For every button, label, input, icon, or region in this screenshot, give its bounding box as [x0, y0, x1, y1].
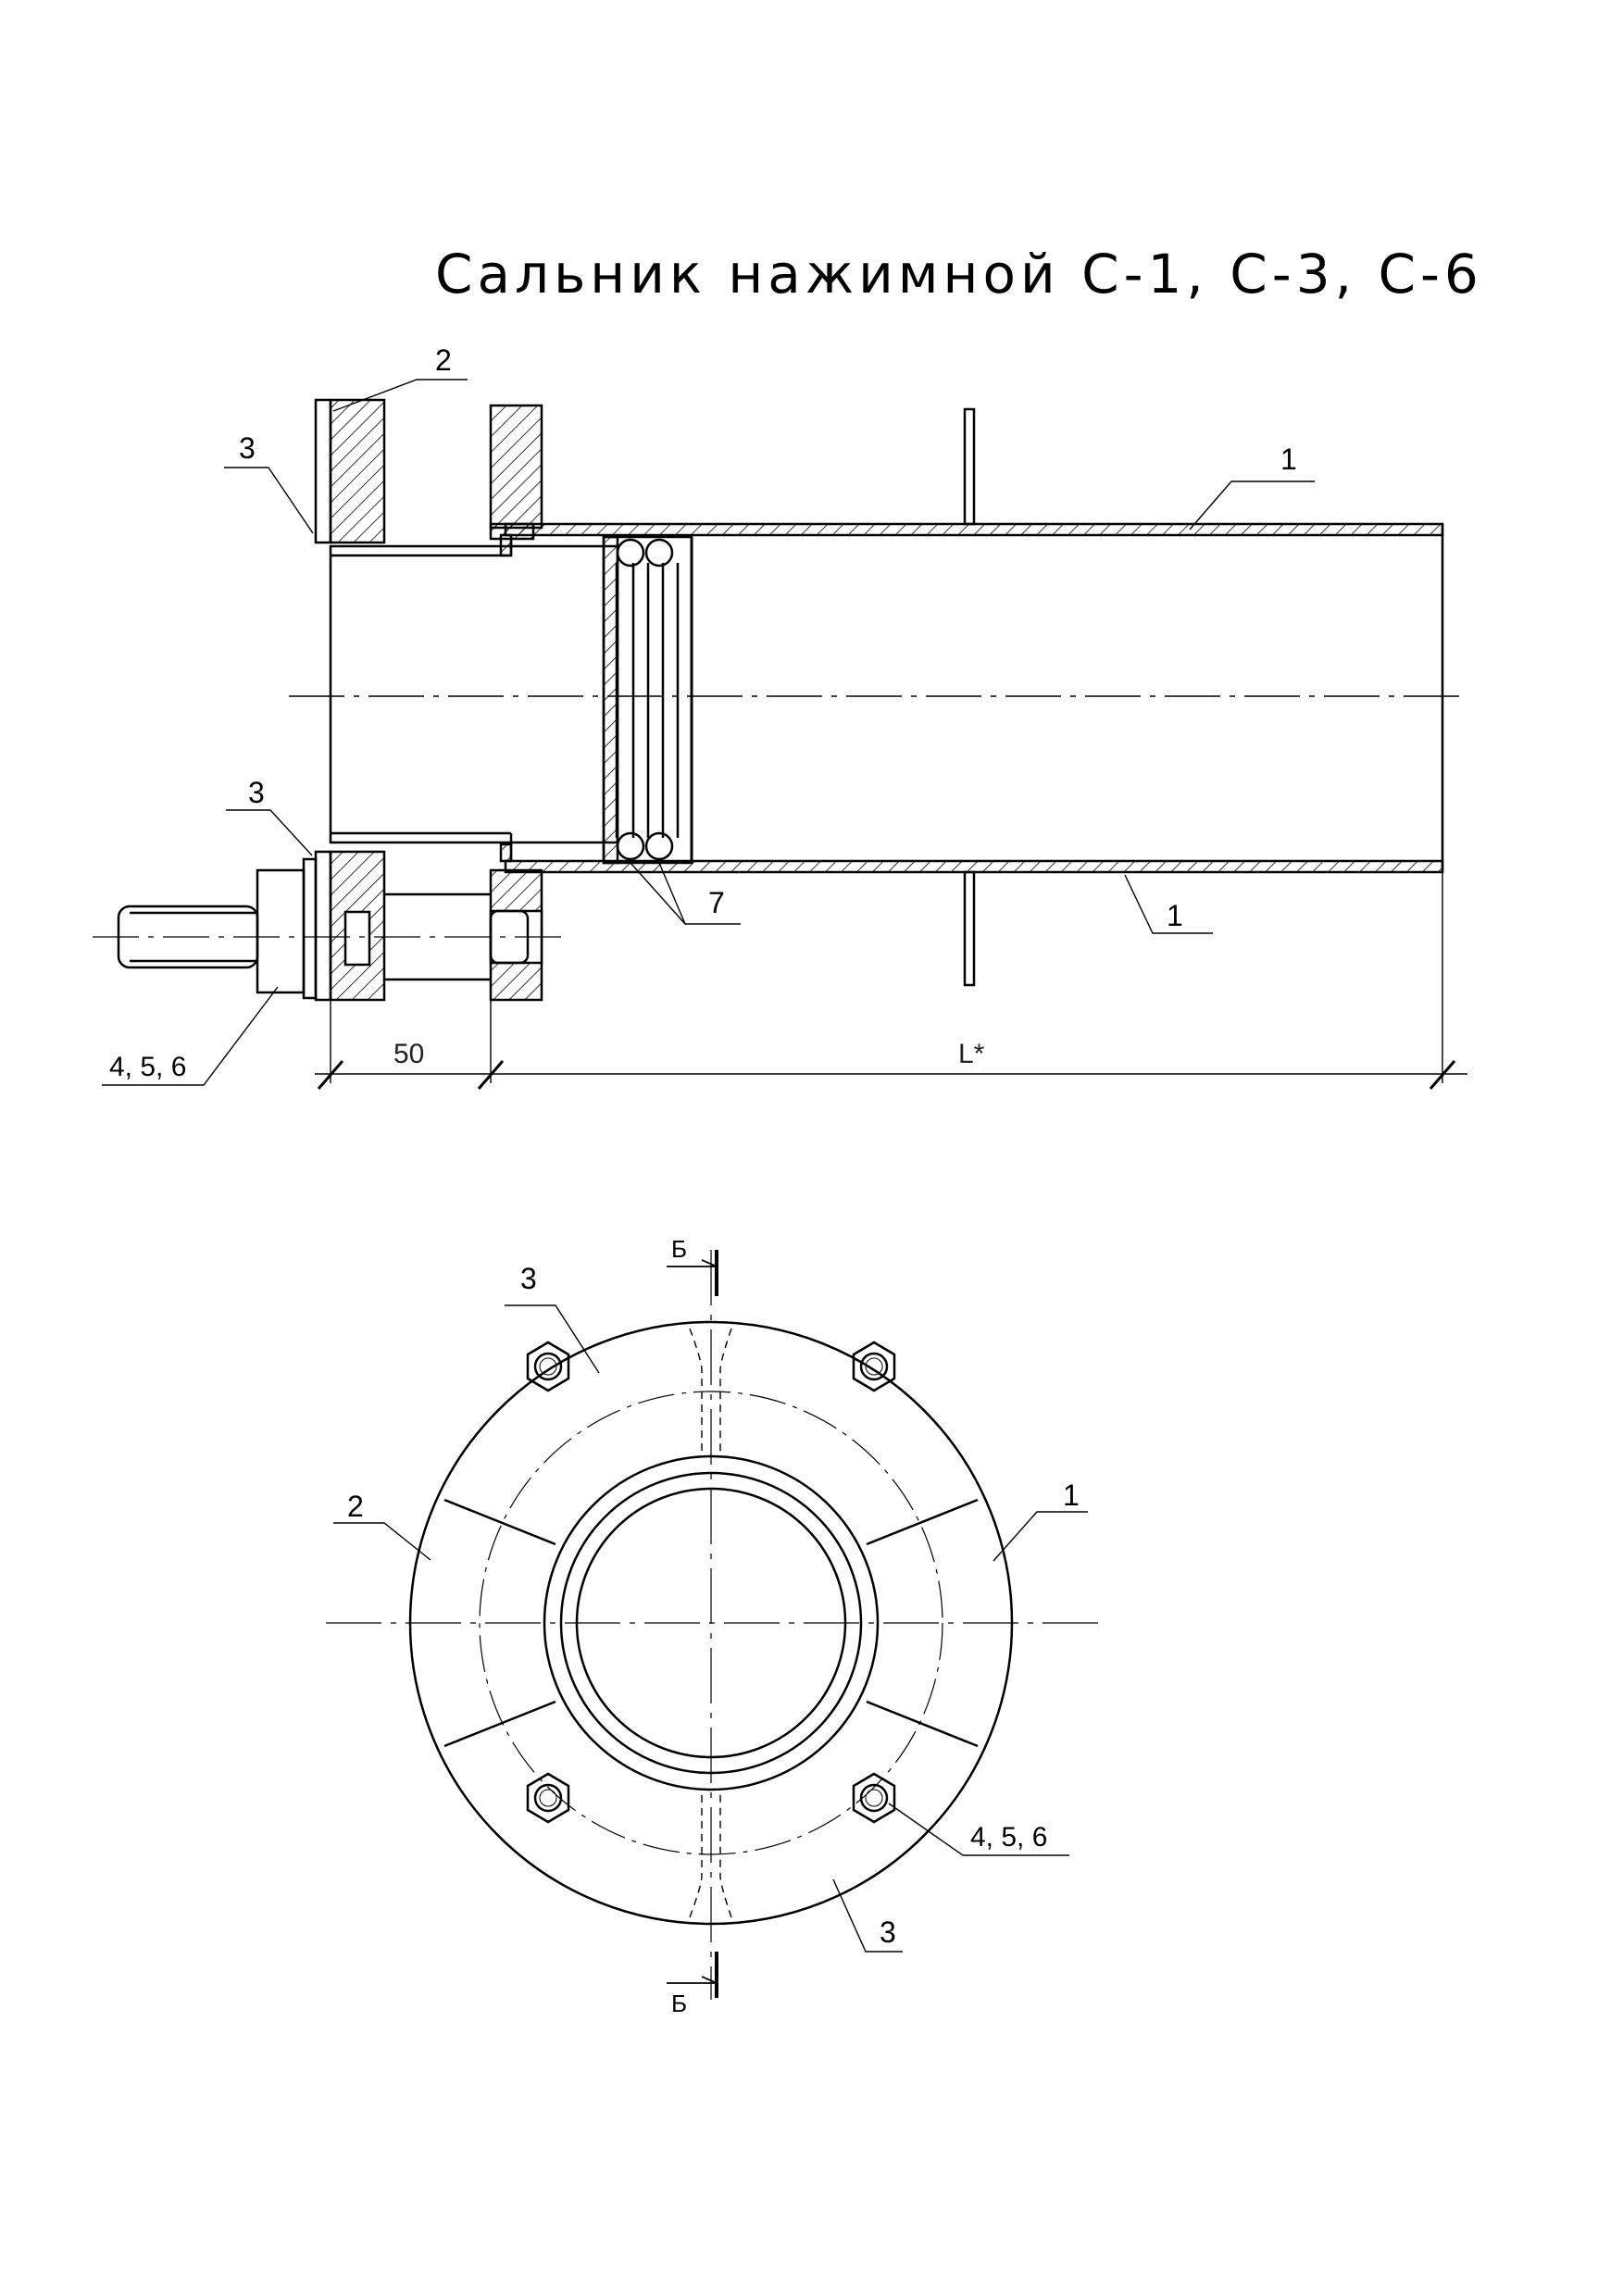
gland-sleeve: [329, 544, 619, 844]
packing-ring: [644, 831, 674, 861]
support-rib-bottom: [963, 870, 976, 987]
front-leader-lines: [333, 1304, 1088, 1953]
front-callout-3-top: 3: [520, 1262, 537, 1295]
front-view: [326, 1250, 1102, 2000]
section-mark-bottom: Б: [671, 1990, 687, 2017]
bolt-top-right: [852, 1341, 896, 1392]
body-flange-top: [489, 404, 543, 530]
support-rib-top: [963, 407, 976, 526]
section-mark-top: Б: [671, 1235, 687, 1263]
dimension-length: L*: [958, 1039, 985, 1069]
packing-ring: [616, 831, 645, 861]
gland-flange-left-top: [329, 398, 386, 544]
stud-bolt: [93, 857, 565, 1000]
packing-ring: [644, 538, 674, 568]
callout-3-top: 3: [239, 431, 256, 465]
ring-plate-bottom: [314, 850, 332, 1002]
dimension-50: 50: [393, 1039, 424, 1069]
packing-ring: [616, 538, 645, 568]
front-callout-456: 4, 5, 6: [970, 1822, 1047, 1853]
dimension-lines: [315, 872, 1467, 1090]
ring-plate-top: [314, 398, 332, 544]
callout-7: 7: [708, 886, 725, 919]
leader-lines: [102, 379, 1315, 1086]
side-section-view: [93, 379, 1467, 1090]
bolt-top-left: [526, 1341, 570, 1392]
callout-456-side: 4, 5, 6: [109, 1052, 186, 1082]
front-callout-1: 1: [1063, 1479, 1080, 1512]
callout-1-top: 1: [1280, 443, 1297, 476]
pipe-wall-top: [504, 522, 1444, 537]
bolt-bottom-right: [852, 1772, 896, 1824]
front-callout-3-bottom: 3: [880, 1915, 896, 1949]
front-callout-2: 2: [347, 1490, 364, 1523]
callout-1-bottom: 1: [1167, 899, 1183, 932]
callout-2: 2: [435, 343, 452, 377]
drawing-title: Сальник нажимной С-1, С-3, С-6: [435, 243, 1483, 306]
bolt-bottom-left: [526, 1772, 570, 1824]
callout-3-bottom: 3: [248, 776, 265, 809]
